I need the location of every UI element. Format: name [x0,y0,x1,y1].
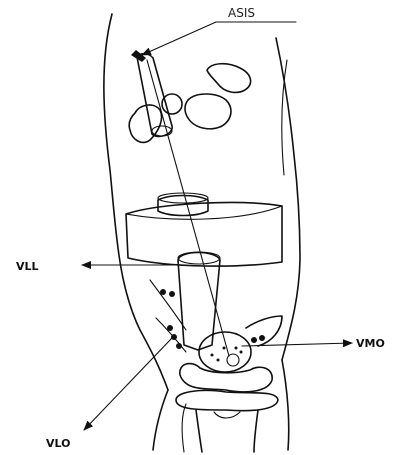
label-vlo: VLO [46,437,70,450]
patella-dot [223,347,226,350]
label-vll: VLL [16,260,39,273]
femoral-head [162,94,182,114]
patella-dot [240,351,243,354]
upper-cylinder-end [152,126,172,136]
patella-tracker [178,252,251,372]
fibula-shape [182,404,186,452]
electrode-dot-vlo [171,334,177,340]
leg-outline [104,14,300,450]
patella-dot [211,354,214,357]
leg-inner-contour [282,60,287,175]
electrode-dot-vmo [259,335,265,341]
electrode-dot-vll [169,291,175,297]
tibial-plateau [176,390,278,410]
electrode-dot-vlo [167,325,173,331]
patella [199,332,251,372]
label-vmo: VMO [356,337,385,350]
asis-arrow [142,22,216,55]
tibia-right-edge [254,410,258,452]
tibia-left-edge [196,410,202,452]
knee-joint [176,364,278,452]
hip-socket-shape [185,94,231,129]
quadriceps-line-of-action [147,60,229,356]
electrode-dot-vll [160,289,166,295]
thigh-cuff [126,193,282,266]
label-asis: ASIS [228,6,255,20]
leg-outer-right-contour [276,38,300,360]
femoral-condyles [180,364,272,392]
calf-right-contour [282,360,289,450]
vmo-arrow [242,343,352,346]
patella-marker-ring [227,354,239,366]
calf-left-contour [153,390,168,450]
iliac-crest-shape [207,64,251,93]
patella-dot [235,347,238,350]
electrode-dot-vlo [176,343,182,349]
vastus-medialis-region [246,316,282,346]
vastus-regions [150,280,282,352]
pelvis [129,64,250,143]
electrode-dot-vmo [251,337,257,343]
patella-dot [217,359,220,362]
tibial-tubercle [214,412,240,418]
lower-cylinder-top [178,252,220,264]
